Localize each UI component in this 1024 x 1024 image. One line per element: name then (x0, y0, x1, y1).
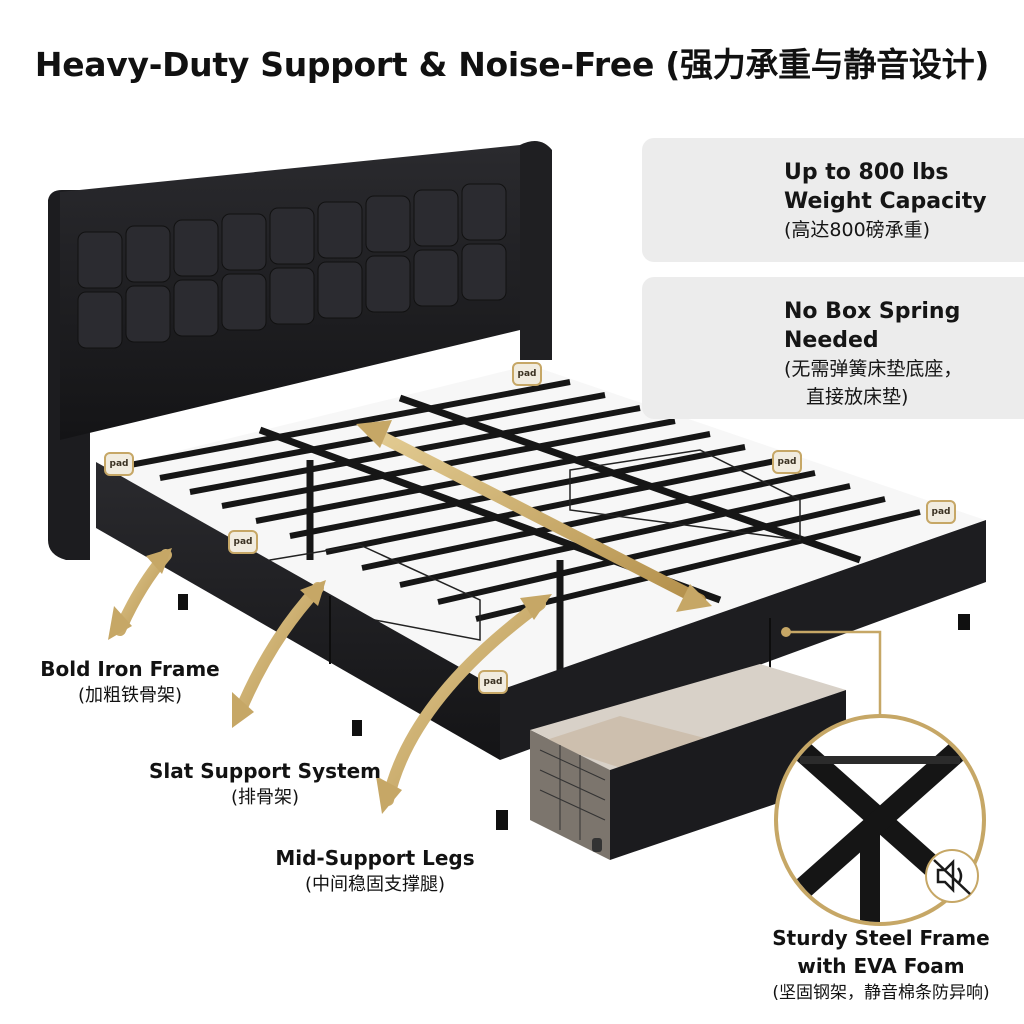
callout-iron-frame: Bold Iron Frame (加粗铁骨架) (20, 655, 240, 709)
mute-icon (933, 858, 971, 895)
callout-subtitle: (排骨架) (230, 787, 300, 808)
feature-subtitle: (无需弹簧床垫底座， (784, 358, 963, 380)
inset-leader-line (781, 627, 882, 718)
callout-subtitle: (加粗铁骨架) (77, 685, 183, 706)
feature-subtitle: 直接放床垫) (806, 386, 909, 408)
pad-tag: pad (478, 670, 508, 694)
feature-title: Needed (784, 328, 879, 353)
feature-title: No Box Spring (784, 299, 961, 324)
pad-tag: pad (512, 362, 542, 386)
feature-subtitle: (高达800磅承重) (784, 219, 931, 241)
feature-title: Weight Capacity (784, 189, 987, 214)
pull-out-drawer (530, 664, 846, 860)
callout-title: Sturdy Steel Frame (772, 926, 990, 950)
callout-title: Bold Iron Frame (40, 657, 220, 681)
feature-title: Up to 800 lbs (784, 160, 949, 185)
feature-card-no-box-spring: No Box Spring Needed (无需弹簧床垫底座， 直接放床垫) (642, 277, 1024, 419)
callout-title: Mid-Support Legs (275, 846, 475, 870)
pad-tag: pad (926, 500, 956, 524)
page-title: Heavy-Duty Support & Noise-Free (强力承重与静音… (34, 45, 990, 84)
pad-tag: pad (772, 450, 802, 474)
pad-tag: pad (104, 452, 134, 476)
callout-steel-frame: Sturdy Steel Frame with EVA Foam (坚固钢架，静… (738, 924, 1024, 1006)
headboard (48, 141, 552, 560)
feature-card-weight: Up to 800 lbs Weight Capacity (高达800磅承重) (642, 138, 1024, 262)
callout-mid-legs: Mid-Support Legs (中间稳固支撑腿) (260, 844, 490, 898)
callout-title: Slat Support System (149, 759, 381, 783)
callout-slat-support: Slat Support System (排骨架) (110, 757, 420, 811)
pad-tag: pad (228, 530, 258, 554)
arrow-heads (108, 420, 712, 814)
callout-subtitle: (中间稳固支撑腿) (304, 874, 446, 895)
eva-foam-inset (774, 714, 986, 926)
callout-subtitle: (坚固钢架，静音棉条防异响) (772, 983, 990, 1003)
callout-title: with EVA Foam (797, 954, 965, 978)
